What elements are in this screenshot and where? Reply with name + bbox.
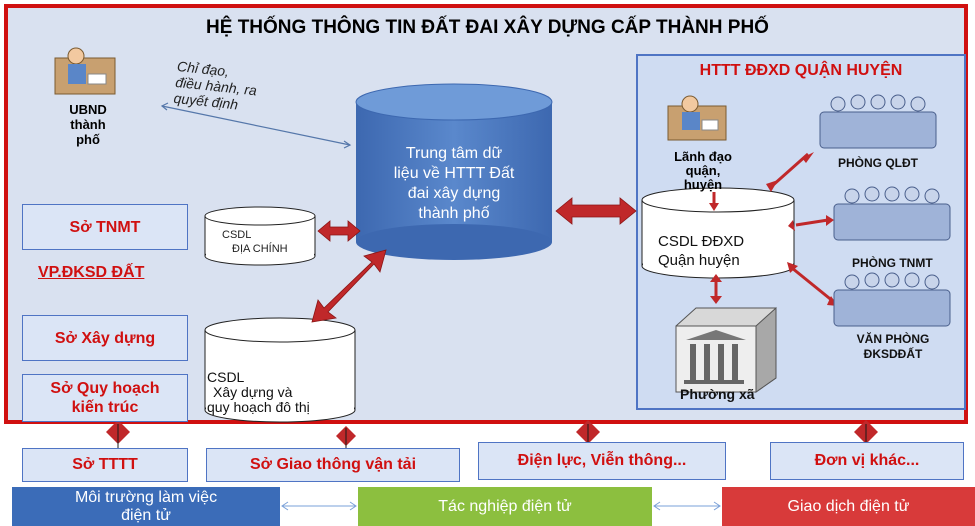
- csdl-xay-dung-line1: CSDL: [207, 369, 245, 385]
- so-quy-hoach-line1: Sở Quy hoạch: [50, 380, 160, 397]
- csdl-xay-dung-label: CSDL Xây dựng và quy hoạch đô thị: [207, 370, 310, 415]
- phong-tnmt-label: PHÒNG TNMT: [852, 256, 933, 270]
- csdl-district-cylinder: [641, 187, 795, 279]
- van-phong-line2: ĐKSDĐẤT: [863, 347, 923, 361]
- data-center-line1: Trung tâm dữ: [405, 145, 503, 162]
- diagram-title: HỆ THỐNG THÔNG TIN ĐẤT ĐAI XÂY DỰNG CẤP …: [206, 17, 769, 38]
- footer-arrows: [281, 501, 721, 511]
- footer-moi-truong: Môi trường làm việc điện tử: [12, 487, 280, 526]
- district-leader-line2: quận,: [685, 163, 721, 178]
- so-tttt-box: Sở TTTT: [22, 448, 188, 482]
- footer-moi-truong-line1: Môi trường làm việc: [74, 488, 218, 506]
- ubnd-person-icon: [54, 47, 116, 95]
- don-vi-khac-box: Đơn vị khác...: [770, 442, 964, 480]
- arrow-center-diachinh: [317, 220, 361, 242]
- directive-arrow: [160, 102, 352, 149]
- so-tnmt-box: Sở TNMT: [22, 204, 188, 250]
- ubnd-label: UBND thành phố: [58, 102, 118, 147]
- so-gtvt-box: Sở Giao thông vận tải: [206, 448, 460, 482]
- van-phong-dksd-icon: [833, 272, 951, 327]
- red-double-arrows: [311, 197, 637, 323]
- ubnd-label-line2: thành phố: [70, 117, 106, 147]
- data-center-line2: liệu về HTTT Đất: [393, 165, 515, 182]
- csdl-xay-dung-line3: quy hoạch đô thị: [207, 399, 310, 415]
- district-leader-label: Lãnh đạo quận, huyện: [668, 150, 738, 192]
- district-title: HTTT ĐĐXD QUẬN HUYỆN: [699, 62, 903, 79]
- data-center-line4: thành phố: [418, 205, 490, 222]
- csdl-district-line2: Quận huyện: [658, 252, 740, 269]
- csdl-dia-chinh-line1: CSDL: [222, 229, 252, 241]
- dien-luc-box: Điện lực, Viễn thông...: [478, 442, 726, 480]
- arrow-center-district: [555, 197, 637, 225]
- csdl-xay-dung-line2: Xây dựng và: [213, 384, 293, 400]
- data-center-line3: đai xây dựng: [407, 185, 501, 202]
- district-arrowheads: [709, 152, 838, 306]
- district-leader-icon: [667, 95, 727, 141]
- csdl-dia-chinh-cylinder: [204, 206, 316, 266]
- ubnd-label-line1: UBND: [69, 102, 107, 117]
- so-quy-hoach-line2: kiến trúc: [71, 399, 139, 416]
- district-leader-line3: huyện: [683, 177, 723, 192]
- ward-building-icon: [675, 306, 777, 393]
- phuong-xa-label: Phường xã: [680, 386, 755, 402]
- csdl-district-line1: CSDL ĐĐXD: [658, 233, 745, 250]
- so-quy-hoach-box: Sở Quy hoạch kiến trúc: [22, 374, 188, 422]
- van-phong-label: VĂN PHÒNG ĐKSDĐẤT: [846, 332, 940, 362]
- footer-tac-nghiep: Tác nghiệp điện tử: [358, 487, 652, 526]
- data-center-label: Trung tâm dữ liệu về HTTT Đất đai xây dự…: [362, 144, 546, 224]
- footer-moi-truong-line2: điện tử: [121, 506, 171, 524]
- data-center-cylinder: [355, 83, 553, 260]
- csdl-district-label: CSDL ĐĐXD Quận huyện: [658, 232, 744, 270]
- so-xay-dung-box: Sở Xây dựng: [22, 315, 188, 361]
- csdl-xay-dung-cylinder: [204, 317, 356, 423]
- van-phong-line1: VĂN PHÒNG: [856, 332, 930, 346]
- phong-tnmt-icon: [833, 186, 951, 241]
- phong-qldt-label: PHÒNG QLĐT: [838, 156, 918, 170]
- csdl-dia-chinh-label: CSDL ĐỊA CHÍNH: [222, 228, 288, 256]
- footer-giao-dich: Giao dịch điện tử: [722, 487, 975, 526]
- directive-text: Chỉ đạo, điều hành, ra quyết định: [173, 58, 259, 114]
- district-leader-line1: Lãnh đạo: [674, 149, 732, 164]
- arrow-center-xaydung: [311, 249, 387, 323]
- vp-dksd-label: VP.ĐKSD ĐẤT: [38, 264, 145, 281]
- phong-qldt-icon: [819, 94, 937, 149]
- csdl-dia-chinh-line2: ĐỊA CHÍNH: [232, 243, 288, 255]
